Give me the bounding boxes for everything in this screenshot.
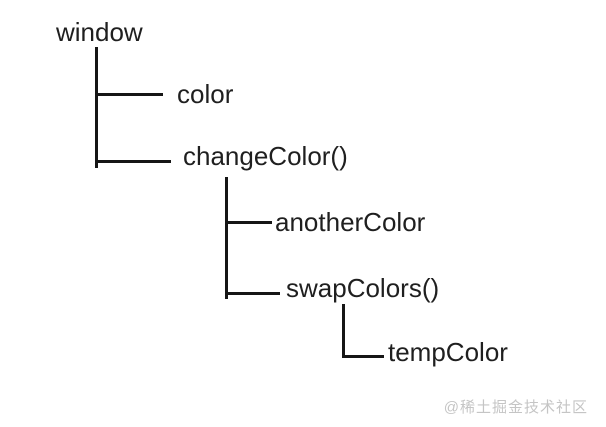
node-swapcolors: swapColors() [286, 273, 440, 303]
connector-changecolor-trunk [225, 177, 228, 299]
watermark-text: @稀土掘金技术社区 [443, 399, 588, 416]
node-tempcolor: tempColor [388, 337, 508, 367]
connector-branch-swapcolors [225, 292, 280, 295]
node-anothercolor: anotherColor [275, 207, 426, 237]
node-window: window [56, 17, 143, 47]
connector-branch-changecolor [95, 160, 171, 163]
connector-branch-anothercolor [225, 221, 272, 224]
node-color: color [177, 79, 234, 109]
connector-swapcolors-trunk [342, 304, 345, 358]
connector-window-trunk [95, 47, 98, 168]
connector-branch-color [95, 93, 163, 96]
connector-branch-tempcolor [342, 355, 384, 358]
node-changecolor: changeColor() [183, 141, 348, 171]
